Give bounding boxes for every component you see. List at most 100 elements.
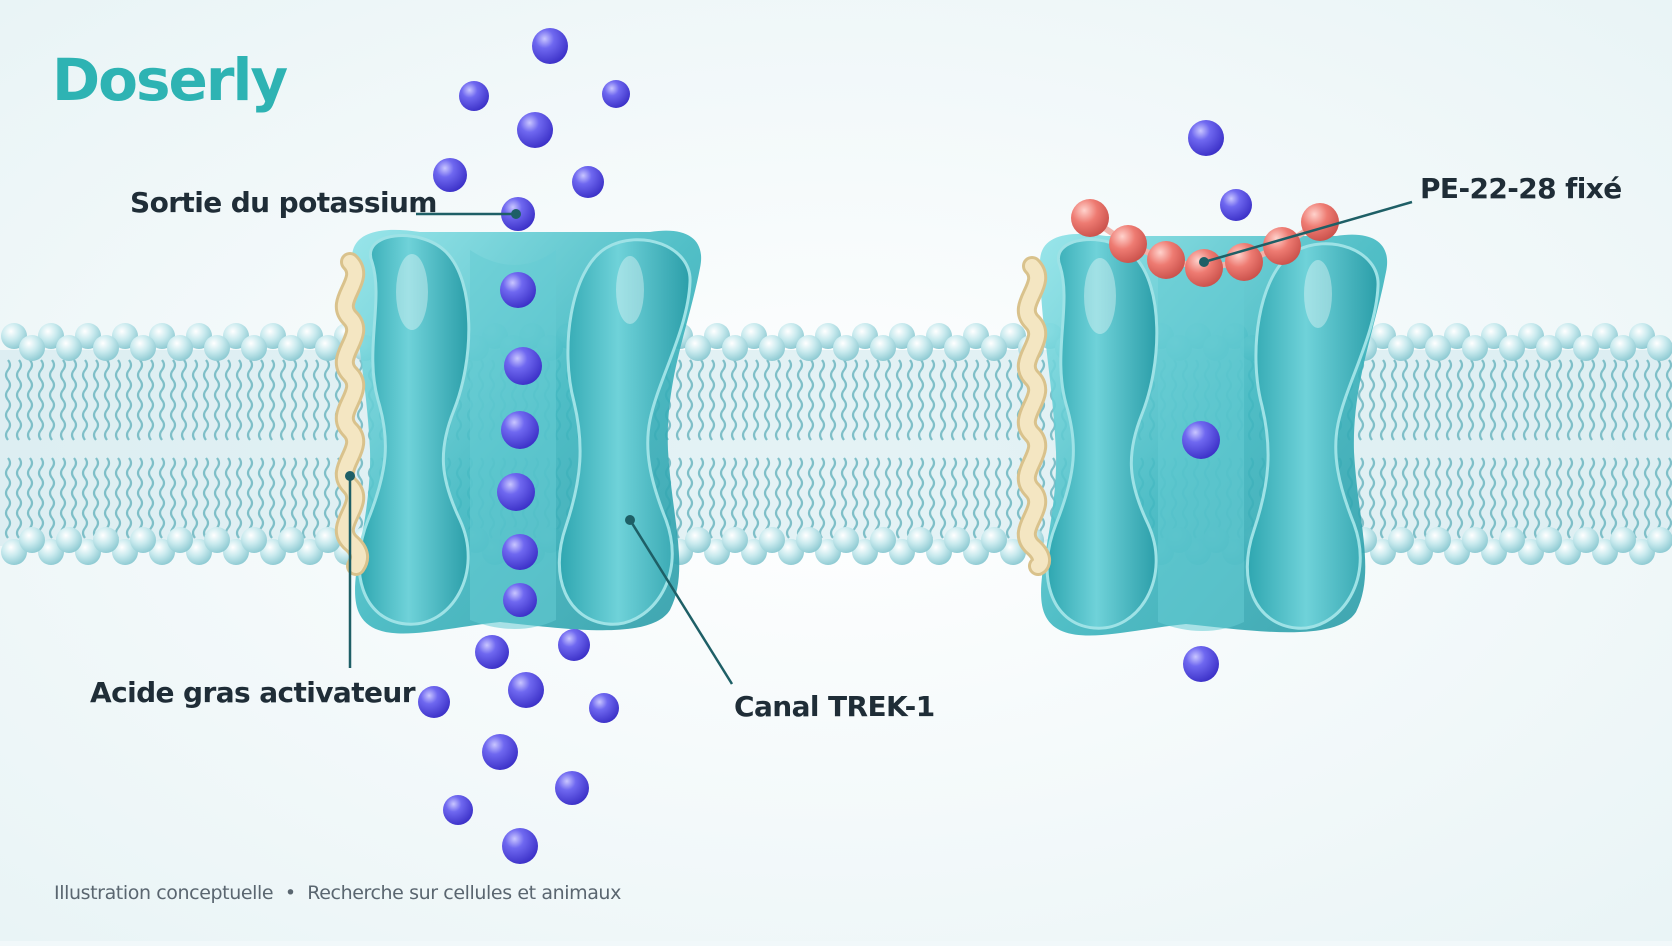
lipid-tail	[279, 457, 287, 539]
lipid-head	[167, 527, 193, 553]
lipid-tail	[763, 457, 771, 539]
lipid-head	[685, 335, 711, 361]
lipid-head	[722, 335, 748, 361]
peptide-bead	[1263, 227, 1301, 265]
lipid-head	[796, 527, 822, 553]
lipid-tail	[235, 457, 243, 539]
potassium-ion	[443, 795, 473, 825]
lipid-tail	[114, 359, 122, 441]
lipid-head	[759, 527, 785, 553]
potassium-ion	[1220, 189, 1252, 221]
lipid-tail	[1511, 359, 1519, 441]
lipid-head	[1462, 527, 1488, 553]
lipid-tail	[1599, 457, 1607, 539]
potassium-ion	[1182, 421, 1220, 459]
lipid-tail	[48, 457, 56, 539]
lipid-head	[19, 335, 45, 361]
lipid-tail	[301, 457, 309, 539]
peptide-bead	[1071, 199, 1109, 237]
lipid-tail	[895, 457, 903, 539]
lipid-tail	[213, 457, 221, 539]
lipid-tail	[158, 359, 166, 441]
lipid-tail	[1599, 359, 1607, 441]
lipid-head	[56, 527, 82, 553]
lipid-tail	[1368, 359, 1376, 441]
lipid-tail	[785, 359, 793, 441]
lipid-tail	[741, 457, 749, 539]
lipid-head	[19, 527, 45, 553]
lipid-head	[1610, 335, 1636, 361]
lipid-head	[1462, 335, 1488, 361]
lipid-tail	[917, 359, 925, 441]
lipid-tail	[1577, 457, 1585, 539]
leader-dot	[625, 515, 635, 525]
potassium-ion	[501, 411, 539, 449]
lipid-tail	[92, 359, 100, 441]
lipid-tail	[928, 457, 936, 539]
lipid-tail	[323, 359, 331, 441]
potassium-ion	[433, 158, 467, 192]
lipid-tail	[1500, 359, 1508, 441]
lipid-tail	[840, 359, 848, 441]
lipid-tail	[81, 457, 89, 539]
lipid-tail	[961, 457, 969, 539]
lipid-tail	[928, 359, 936, 441]
lipid-tail	[224, 359, 232, 441]
lipid-tail	[675, 359, 683, 441]
lipid-tail	[1588, 359, 1596, 441]
lipid-tail	[235, 359, 243, 441]
potassium-ion	[589, 693, 619, 723]
lipid-tail	[752, 359, 760, 441]
lipid-tail	[202, 457, 210, 539]
lipid-head	[1647, 527, 1672, 553]
lipid-tail	[730, 457, 738, 539]
lipid-tail	[147, 359, 155, 441]
potassium-ion	[497, 473, 535, 511]
lipid-tail	[136, 457, 144, 539]
lipid-tail	[1654, 359, 1662, 441]
lipid-tail	[1654, 457, 1662, 539]
lipid-tail	[884, 359, 892, 441]
lipid-bilayer	[0, 323, 1672, 565]
lipid-head	[870, 335, 896, 361]
lipid-tail	[15, 457, 23, 539]
lipid-head	[56, 335, 82, 361]
channel-highlight	[396, 254, 428, 330]
lipid-tail	[1368, 457, 1376, 539]
potassium-ion	[418, 686, 450, 718]
lipid-tail	[1511, 457, 1519, 539]
potassium-ion	[482, 734, 518, 770]
lipid-tail	[1500, 457, 1508, 539]
lipid-tail	[114, 457, 122, 539]
lipid-tail	[972, 359, 980, 441]
leader-dot	[1199, 257, 1209, 267]
lipid-tail	[1566, 457, 1574, 539]
lipid-tail	[1522, 457, 1530, 539]
lipid-tail	[70, 359, 78, 441]
lipid-tail	[807, 359, 815, 441]
potassium-ion	[1188, 120, 1224, 156]
fatty-acid-chain-left	[337, 255, 367, 573]
lipid-tail	[675, 457, 683, 539]
lipid-tail	[719, 359, 727, 441]
lipid-head	[944, 527, 970, 553]
potassium-ion	[602, 80, 630, 108]
lipid-tail	[92, 457, 100, 539]
lipid-tail	[290, 359, 298, 441]
lipid-tail	[224, 457, 232, 539]
fatty-acid-chain-right	[1019, 259, 1049, 573]
label-bound-peptide: PE-22-28 fixé	[1420, 172, 1622, 205]
lipid-tail	[686, 359, 694, 441]
lipid-tail	[950, 359, 958, 441]
lipid-tail	[884, 457, 892, 539]
lipid-tail	[1412, 457, 1420, 539]
lipid-tail	[697, 359, 705, 441]
lipid-tail	[983, 457, 991, 539]
lipid-head	[1499, 335, 1525, 361]
lipid-tail	[1445, 457, 1453, 539]
lipid-tail	[48, 359, 56, 441]
lipid-tail	[191, 359, 199, 441]
peptide-bead	[1301, 203, 1339, 241]
lipid-tail	[1643, 359, 1651, 441]
